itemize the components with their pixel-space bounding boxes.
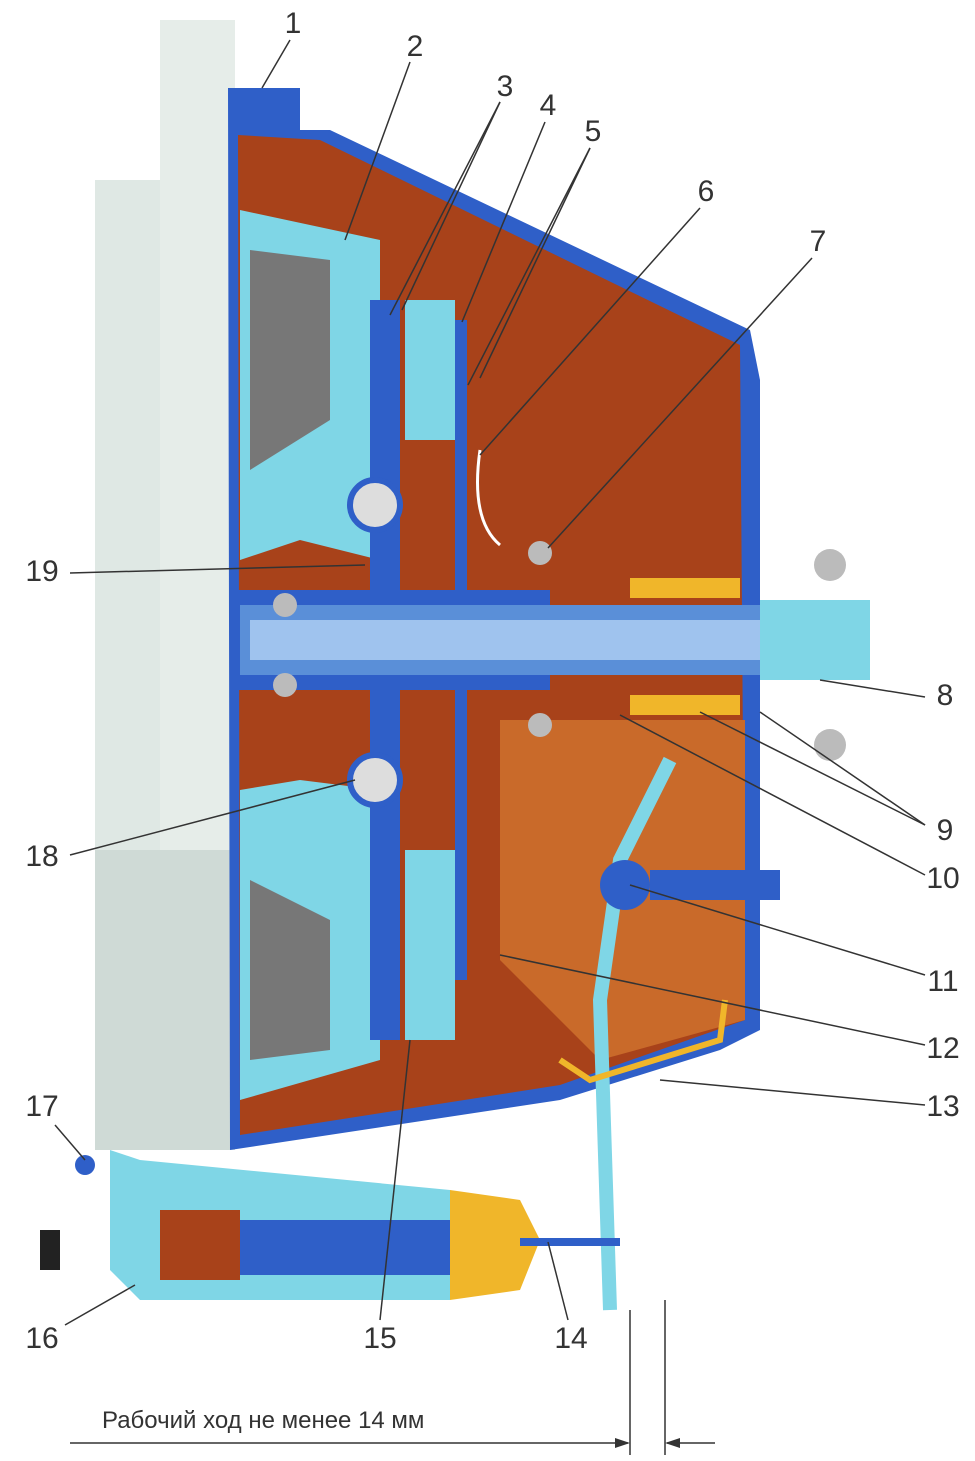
- label-5: 5: [585, 115, 602, 148]
- label-12: 12: [926, 1032, 959, 1065]
- slave-cylinder: [40, 1150, 620, 1300]
- label-4: 4: [540, 89, 557, 122]
- flywheel: [240, 210, 380, 1100]
- label-15: 15: [363, 1322, 396, 1355]
- engine-block: [95, 20, 235, 1150]
- label-19: 19: [25, 555, 58, 588]
- release-fork: [558, 756, 780, 1311]
- label-9: 9: [937, 814, 954, 847]
- label-11: 11: [927, 965, 958, 998]
- label-7: 7: [810, 225, 827, 258]
- leader-lines: [54, 39, 926, 1326]
- label-1: 1: [285, 7, 302, 40]
- stroke-caption: Рабочий ход не менее 14 мм: [102, 1407, 424, 1434]
- label-10: 10: [926, 862, 959, 895]
- label-3: 3: [497, 70, 514, 103]
- label-16: 16: [25, 1322, 58, 1355]
- label-14: 14: [554, 1322, 587, 1355]
- label-2: 2: [407, 30, 424, 63]
- label-8: 8: [937, 679, 954, 712]
- input-shaft: [230, 477, 870, 808]
- label-18: 18: [25, 840, 58, 873]
- label-6: 6: [698, 175, 715, 208]
- label-13: 13: [926, 1090, 959, 1123]
- stroke-dimension: Рабочий ход не менее 14 мм: [70, 1300, 715, 1455]
- part-labels: 1 2 3 4 5 6 7 8 9 10 11 12 13 14 15 16 1…: [25, 7, 959, 1355]
- label-17: 17: [25, 1090, 58, 1123]
